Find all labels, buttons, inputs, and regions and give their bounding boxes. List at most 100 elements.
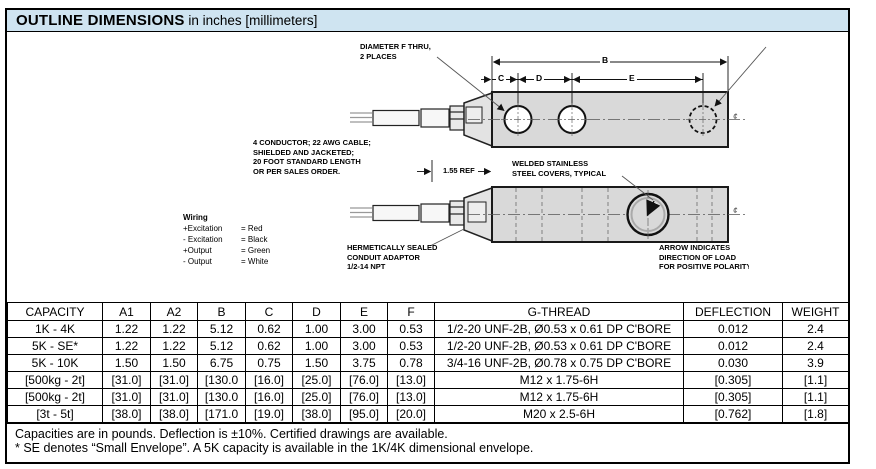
table-cell: [13.0] [387, 388, 435, 406]
table-note-line: Capacities are in pounds. Deflection is … [15, 427, 448, 441]
table-header-cell: WEIGHT [782, 302, 849, 321]
table-note-line: * SE denotes “Small Envelope”. A 5K capa… [15, 441, 534, 455]
table-cell: [0.305] [683, 371, 783, 389]
table-cell: [25.0] [292, 388, 341, 406]
top-view [350, 46, 767, 148]
table-cell: [0.762] [683, 405, 783, 423]
welded-covers-leader [621, 175, 654, 201]
table-cell: [38.0] [292, 405, 341, 423]
wiring-row: - Excitation = Black [183, 234, 270, 245]
wiring-color: = Green [241, 246, 271, 255]
table-cell: 1.22 [150, 320, 198, 338]
table-cell: [16.0] [245, 371, 293, 389]
table-cell: 1.22 [102, 337, 151, 355]
table-header-cell: A1 [102, 302, 151, 321]
table-cell: 5.12 [197, 337, 246, 355]
table-cell: 0.53 [387, 320, 435, 338]
table-cell: [76.0] [340, 388, 388, 406]
table-cell: M12 x 1.75-6H [434, 388, 684, 406]
load-direction-arrow [646, 199, 661, 217]
diameter-f-leader [436, 56, 505, 111]
table-cell: [13.0] [387, 371, 435, 389]
table-cell: 5K - 10K [7, 354, 103, 372]
table-cell: [31.0] [150, 371, 198, 389]
table-row: [3t - 5t][38.0][38.0][171.0[19.0][38.0][… [7, 405, 849, 423]
label-line: FOR POSITIVE POLARITY [659, 262, 749, 271]
wiring-signal: - Output [183, 257, 212, 266]
label-line: 1/2-14 NPT [347, 262, 386, 271]
table-cell: 3.00 [340, 320, 388, 338]
table-cell: 3/4-16 UNF-2B, Ø0.78 x 0.75 DP C'BORE [434, 354, 684, 372]
table-header-cell: DEFLECTION [683, 302, 783, 321]
wiring-legend: Wiring +Excitation = Red - Excitation = Bla… [183, 212, 270, 267]
table-cell: [130.0 [197, 371, 246, 389]
label-line: DIAMETER F THRU, [360, 42, 431, 51]
table-cell: 0.53 [387, 337, 435, 355]
table-cell: 0.75 [245, 354, 293, 372]
table-cell: [0.305] [683, 388, 783, 406]
wiring-color: = Red [241, 224, 263, 233]
table-cell: 2.4 [782, 337, 849, 355]
table-cell: 3.75 [340, 354, 388, 372]
wiring-title: Wiring [183, 213, 208, 222]
table-cell: 1.00 [292, 320, 341, 338]
table-header-cell: A2 [150, 302, 198, 321]
bottom-view [350, 160, 746, 247]
table-cell: 0.012 [683, 337, 783, 355]
dim-c-label: C [496, 73, 507, 83]
table-cell: [500kg - 2t] [7, 388, 103, 406]
table-cell: 1.50 [292, 354, 341, 372]
table-cell: 1.22 [102, 320, 151, 338]
label-line: WELDED STAINLESS [512, 159, 589, 168]
table-notes: Capacities are in pounds. Deflection is … [7, 423, 848, 463]
cable-assembly-top [350, 91, 493, 148]
wiring-signal: +Excitation [183, 224, 223, 233]
table-cell: 1.50 [102, 354, 151, 372]
table-cell: 1.00 [292, 337, 341, 355]
table-cell: [31.0] [102, 371, 151, 389]
table-header-cell: G-THREAD [434, 302, 684, 321]
table-header-cell: C [245, 302, 293, 321]
label-line: DIRECTION OF LOAD [659, 252, 737, 262]
wiring-rows: +Excitation= Red- Excitation= Black+Outp… [183, 223, 270, 267]
table-cell: [171.0 [197, 405, 246, 423]
table-cell: 5.12 [197, 320, 246, 338]
table-cell: M20 x 2.5-6H [434, 405, 684, 423]
wiring-row: +Output = Green [183, 245, 270, 256]
table-cell: [38.0] [150, 405, 198, 423]
dim-e-label: E [627, 73, 637, 83]
table-cell: 1.22 [150, 337, 198, 355]
table-cell: [1.1] [782, 371, 849, 389]
centerline-symbol-top: ¢ [733, 112, 738, 121]
table-cell: 5K - SE* [7, 337, 103, 355]
table-cell: [25.0] [292, 371, 341, 389]
table-cell: [31.0] [102, 388, 151, 406]
table-cell: 0.62 [245, 337, 293, 355]
wiring-signal: +Output [183, 246, 212, 255]
section-title-units: in inches [millimeters] [184, 13, 318, 28]
outline-diagram: DIAMETER F THRU,2 PLACES B C D E 4 CONDU… [7, 32, 848, 302]
wiring-signal: - Excitation [183, 235, 223, 244]
table-cell: 0.030 [683, 354, 783, 372]
label-line: 20 FOOT STANDARD LENGTH [253, 157, 361, 166]
table-cell: [3t - 5t] [7, 405, 103, 423]
table-cell: 6.75 [197, 354, 246, 372]
table-cell: 0.62 [245, 320, 293, 338]
wiring-row: +Excitation = Red [183, 223, 270, 234]
table-cell: [31.0] [150, 388, 198, 406]
dim-d-label: D [534, 73, 545, 83]
cable-note: 4 CONDUCTOR; 22 AWG CABLE;SHIELDED AND J… [253, 138, 371, 176]
table-cell: [1.1] [782, 388, 849, 406]
table-cell: [19.0] [245, 405, 293, 423]
table-header-cell: D [292, 302, 341, 321]
wiring-color: = Black [241, 235, 268, 244]
table-cell: 2.4 [782, 320, 849, 338]
ref-dimension [417, 160, 492, 182]
table-row: [500kg - 2t][31.0][31.0][130.0[16.0][25.… [7, 388, 849, 406]
table-header-cell: CAPACITY [7, 302, 103, 321]
